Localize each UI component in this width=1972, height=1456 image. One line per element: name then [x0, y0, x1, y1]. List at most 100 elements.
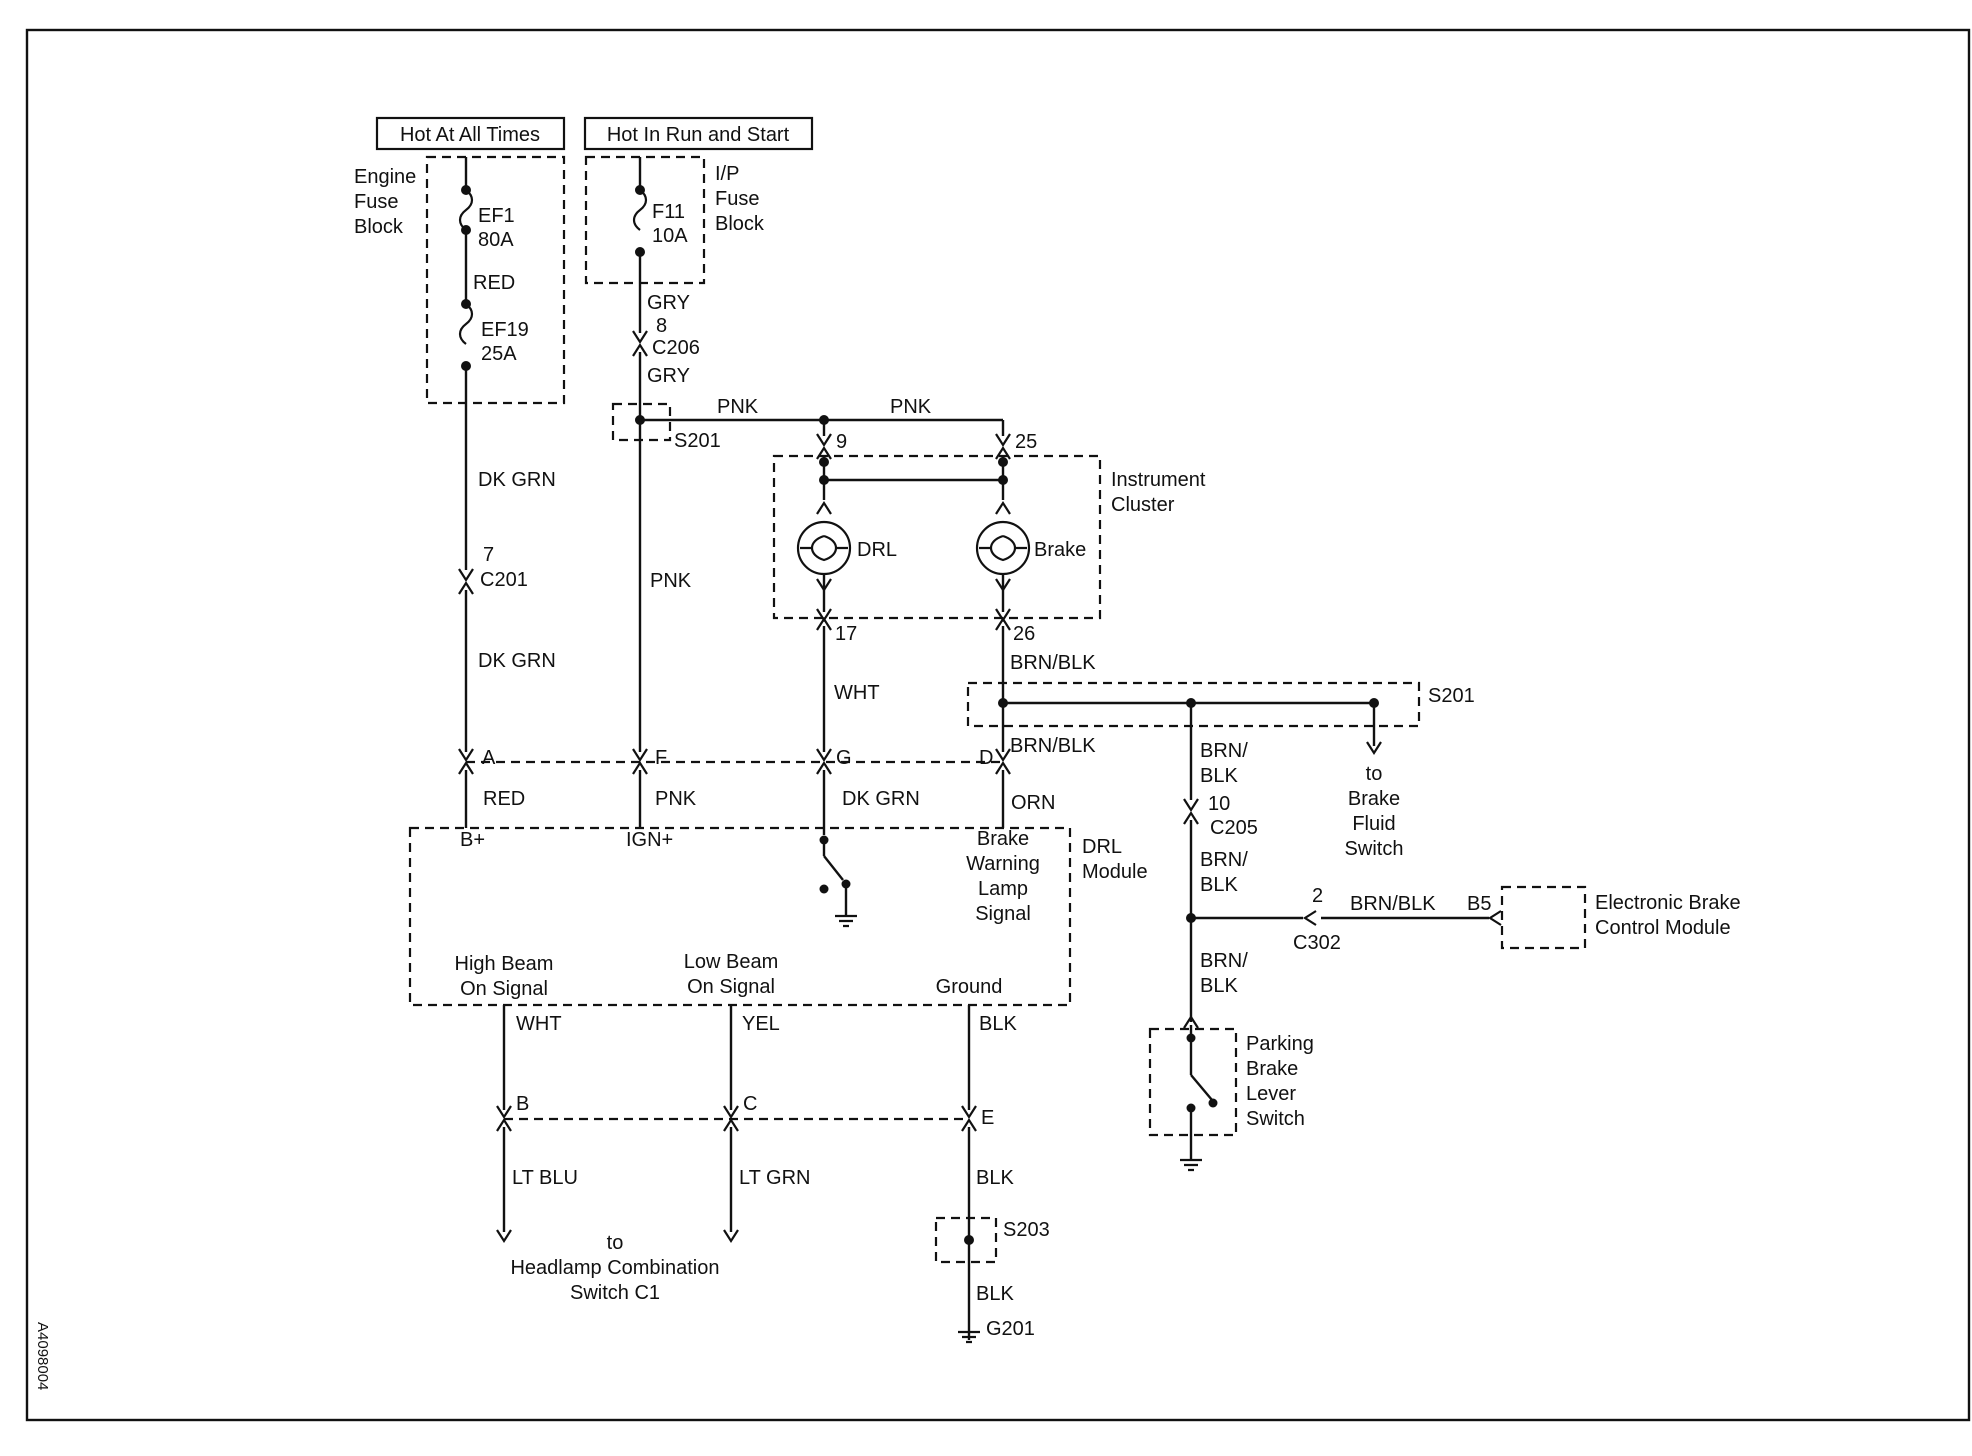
svg-text:Warning: Warning [966, 853, 1040, 875]
svg-text:PNK: PNK [655, 788, 697, 810]
svg-text:B: B [516, 1093, 529, 1115]
svg-text:G: G [836, 747, 852, 769]
svg-text:Headlamp Combination: Headlamp Combination [510, 1257, 719, 1279]
drl-internal-switch [819, 835, 859, 928]
svg-text:to: to [607, 1232, 624, 1254]
svg-text:B5: B5 [1467, 893, 1491, 915]
svg-text:Ground: Ground [936, 976, 1003, 998]
svg-text:DRL: DRL [1082, 836, 1122, 858]
c201-pin-label: 7 [483, 544, 494, 566]
svg-text:Module: Module [1082, 861, 1148, 883]
svg-text:G201: G201 [986, 1318, 1035, 1340]
svg-text:17: 17 [835, 623, 857, 645]
svg-text:Switch: Switch [1345, 838, 1404, 860]
svg-text:EF1: EF1 [478, 205, 515, 227]
hot-at-all-times-label: Hot At All Times [400, 124, 540, 146]
svg-text:25: 25 [1015, 431, 1037, 453]
svg-text:E: E [981, 1107, 994, 1129]
figure-code: A4098004 [34, 1322, 51, 1390]
svg-text:S201: S201 [674, 430, 721, 452]
svg-text:S203: S203 [1003, 1219, 1050, 1241]
svg-text:Instrument: Instrument [1111, 469, 1206, 491]
svg-text:BLK: BLK [1200, 874, 1238, 896]
svg-text:Brake: Brake [977, 828, 1029, 850]
hot-in-run-and-start-label: Hot In Run and Start [607, 124, 790, 146]
svg-text:to: to [1366, 763, 1383, 785]
svg-text:26: 26 [1013, 623, 1035, 645]
svg-text:Fuse: Fuse [715, 188, 759, 210]
svg-text:80A: 80A [478, 229, 514, 251]
svg-text:LT BLU: LT BLU [512, 1167, 578, 1189]
s201-top-splice [611, 402, 672, 442]
svg-text:On Signal: On Signal [687, 976, 775, 998]
ip-fuse-block: I/P Fuse Block F11 10A [584, 155, 765, 285]
svg-text:Fluid: Fluid [1352, 813, 1395, 835]
svg-text:BLK: BLK [1200, 975, 1238, 997]
svg-text:GRY: GRY [647, 292, 690, 314]
svg-text:10A: 10A [652, 225, 688, 247]
svg-text:Electronic Brake: Electronic Brake [1595, 892, 1741, 914]
svg-text:BLK: BLK [1200, 765, 1238, 787]
svg-text:On Signal: On Signal [460, 978, 548, 1000]
svg-text:WHT: WHT [834, 682, 880, 704]
svg-text:BLK: BLK [976, 1167, 1014, 1189]
svg-text:D: D [979, 747, 993, 769]
svg-text:8: 8 [656, 315, 667, 337]
svg-text:Parking: Parking [1246, 1033, 1314, 1055]
svg-text:F: F [655, 747, 667, 769]
parking-brake-lever-switch: Parking Brake Lever Switch [1148, 1025, 1314, 1172]
svg-text:S201: S201 [1428, 685, 1475, 707]
svg-text:25A: 25A [481, 343, 517, 365]
hot-in-run-and-start-box [583, 116, 814, 151]
svg-text:Brake: Brake [1348, 788, 1400, 810]
instrument-cluster: Instrument Cluster [772, 454, 1206, 620]
svg-text:2: 2 [1312, 885, 1323, 907]
drl-lamp-icon [796, 520, 852, 576]
svg-text:A: A [482, 747, 496, 769]
svg-text:B+: B+ [460, 829, 485, 851]
svg-text:C205: C205 [1210, 817, 1258, 839]
svg-text:Lamp: Lamp [978, 878, 1028, 900]
svg-text:PNK: PNK [890, 396, 932, 418]
svg-text:I/P: I/P [715, 163, 739, 185]
svg-text:Brake: Brake [1034, 539, 1086, 561]
svg-text:9: 9 [836, 431, 847, 453]
svg-text:YEL: YEL [742, 1013, 780, 1035]
svg-text:BLK: BLK [979, 1013, 1017, 1035]
svg-text:PNK: PNK [717, 396, 759, 418]
svg-text:F11: F11 [652, 201, 685, 223]
dk-grn-upper-label: DK GRN [478, 469, 556, 491]
svg-text:ORN: ORN [1011, 792, 1055, 814]
hot-at-all-times-box [375, 116, 566, 151]
diagram-frame [25, 28, 1971, 1422]
svg-text:C302: C302 [1293, 932, 1341, 954]
svg-text:IGN+: IGN+ [626, 829, 673, 851]
drl-module: DRL Module B+ IGN+ Brake Warning Lamp Si… [408, 826, 1148, 1007]
s203-splice [934, 1216, 998, 1264]
svg-text:WHT: WHT [516, 1013, 562, 1035]
svg-text:BLK: BLK [976, 1283, 1014, 1305]
svg-text:10: 10 [1208, 793, 1230, 815]
svg-text:Lever: Lever [1246, 1083, 1296, 1105]
svg-text:High Beam: High Beam [455, 953, 554, 975]
svg-text:Switch C1: Switch C1 [570, 1282, 660, 1304]
svg-text:Switch: Switch [1246, 1108, 1305, 1130]
svg-text:RED: RED [473, 272, 515, 294]
svg-text:Block: Block [354, 216, 404, 238]
svg-text:Fuse: Fuse [354, 191, 398, 213]
svg-text:Engine: Engine [354, 166, 416, 188]
c201-label: C201 [480, 569, 528, 591]
svg-text:BRN/BLK: BRN/BLK [1350, 893, 1436, 915]
brake-lamp-icon [975, 520, 1031, 576]
svg-text:PNK: PNK [650, 570, 692, 592]
svg-text:Control Module: Control Module [1595, 917, 1731, 939]
engine-fuse-block: Engine Fuse Block EF1 80A RED EF19 25A [354, 155, 566, 405]
svg-text:DK GRN: DK GRN [842, 788, 920, 810]
electronic-brake-control-module: Electronic Brake Control Module [1500, 885, 1741, 950]
svg-text:BRN/BLK: BRN/BLK [1010, 735, 1096, 757]
svg-text:EF19: EF19 [481, 319, 529, 341]
svg-text:Cluster: Cluster [1111, 494, 1175, 516]
svg-text:LT GRN: LT GRN [739, 1167, 811, 1189]
svg-text:C: C [743, 1093, 757, 1115]
